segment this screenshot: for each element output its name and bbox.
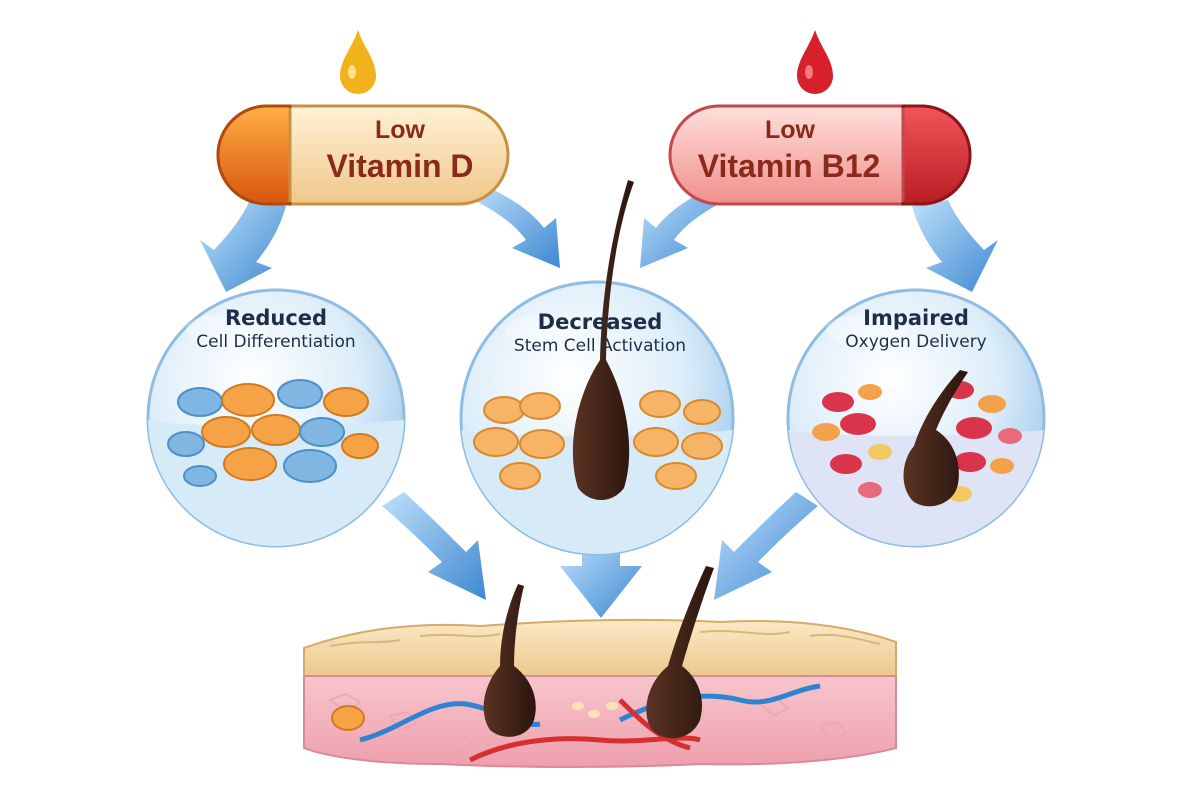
bubble-stem bbox=[459, 180, 735, 556]
pill-vitamin-b12-line2: Vitamin B12 bbox=[697, 148, 881, 184]
bubble-differentiation-heading: Reduced bbox=[224, 306, 328, 330]
bubble-differentiation-subheading: Cell Differentiation bbox=[196, 332, 356, 352]
skin-dermis bbox=[303, 675, 897, 768]
bubble-oxygen-heading: Impaired bbox=[863, 306, 969, 330]
arrow-b12-to-oxygen bbox=[912, 200, 998, 292]
pill-cap-vitamin-d bbox=[216, 104, 292, 206]
bubble-stem-subheading: Stem Cell Activation bbox=[513, 336, 687, 356]
pill-vitamin-d bbox=[216, 30, 510, 206]
bubble-stem-heading: Decreased bbox=[537, 310, 663, 334]
bubble-oxygen-subheading: Oxygen Delivery bbox=[845, 332, 987, 352]
skin-cross-section bbox=[303, 566, 897, 768]
bubble-differentiation bbox=[146, 288, 406, 548]
hair-follicle-left bbox=[483, 584, 536, 737]
arrow-vitd-to-stem bbox=[470, 184, 560, 268]
hair-follicle-right bbox=[646, 566, 714, 739]
fat-cell bbox=[331, 705, 365, 731]
hair-follicle-oxygen bbox=[903, 370, 968, 507]
bubble-oxygen bbox=[786, 288, 1046, 548]
skin-top-layer bbox=[303, 618, 897, 677]
pill-vitamin-d-line1: Low bbox=[375, 116, 425, 144]
pill-vitamin-b12-line1: Low bbox=[765, 116, 815, 144]
arrow-stem-to-skin bbox=[560, 542, 642, 618]
drop-icon-vitamin-b12 bbox=[797, 30, 833, 94]
arrow-b12-to-stem bbox=[640, 184, 730, 268]
arrow-vitd-to-differentiation bbox=[200, 200, 286, 292]
drop-icon-vitamin-d bbox=[340, 30, 376, 94]
arrow-oxygen-to-skin bbox=[714, 492, 818, 600]
hair-follicle-stem bbox=[572, 180, 634, 500]
arrows bbox=[200, 184, 998, 618]
pill-vitamin-b12 bbox=[668, 30, 972, 206]
arrow-differentiation-to-skin bbox=[382, 492, 486, 600]
pill-vitamin-d-line2: Vitamin D bbox=[326, 148, 474, 184]
pill-cap-vitamin-b12 bbox=[901, 104, 972, 206]
